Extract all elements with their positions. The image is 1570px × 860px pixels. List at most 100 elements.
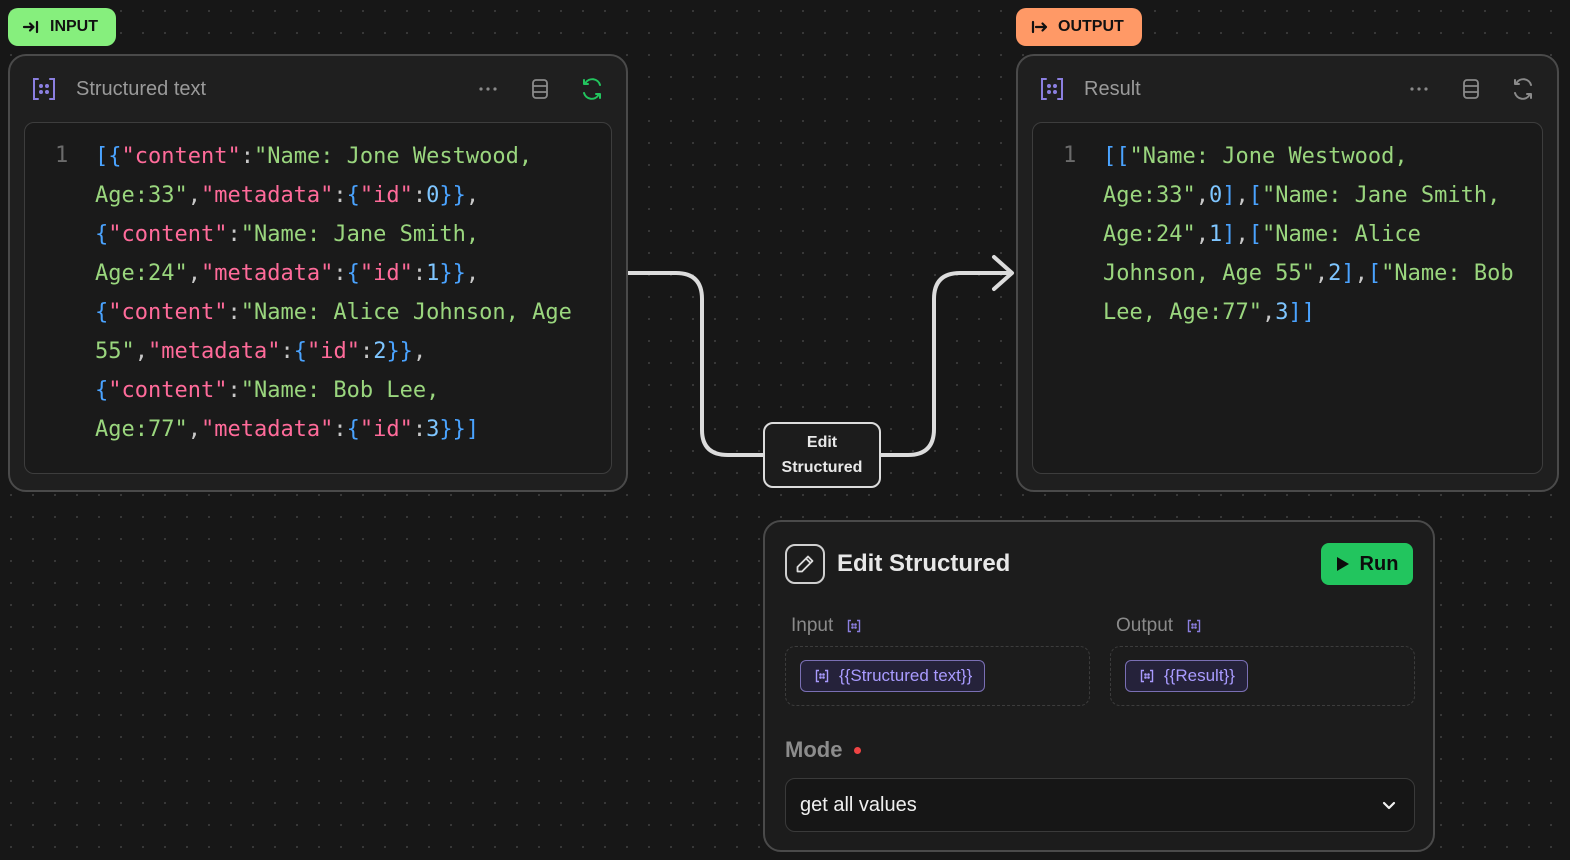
code-content: [{"content":"Name: Jone Westwood, Age:33… (95, 137, 591, 449)
storage-button[interactable] (526, 75, 554, 103)
result-node[interactable]: Result 1 [["Name: Jone Westwood, Age:33"… (1016, 54, 1559, 492)
run-label: Run (1359, 552, 1399, 575)
structured-data-icon (1140, 669, 1154, 683)
code-token: "id" (306, 339, 360, 364)
code-token: { (346, 183, 360, 208)
code-token: "Name: Alice Johnson, Age 55" (1103, 222, 1435, 286)
code-token: 1 (1208, 222, 1223, 247)
mode-select[interactable]: get all values (785, 778, 1415, 832)
code-token: 3 (1275, 300, 1289, 325)
code-token: , (134, 339, 148, 364)
code-token: , (412, 339, 427, 364)
node-header: Result (1018, 56, 1557, 122)
code-token: : (412, 417, 427, 442)
code-token: "id" (359, 261, 413, 286)
line-number: 1 (1063, 143, 1077, 168)
more-dots-icon (479, 87, 497, 91)
storage-button[interactable] (1457, 75, 1485, 103)
code-token: "id" (359, 183, 413, 208)
output-field-label: Output (1116, 615, 1201, 637)
structured-data-icon (848, 619, 861, 633)
code-token: [ (1367, 261, 1382, 286)
code-token: 0 (426, 183, 440, 208)
output-variable-chip[interactable]: {{Result}} (1125, 660, 1248, 692)
code-editor[interactable]: 1 [{"content":"Name: Jone Westwood, Age:… (24, 122, 612, 474)
node-title: Result (1084, 77, 1141, 100)
code-token: : (333, 417, 347, 442)
code-token: , (187, 261, 201, 286)
code-token: }}] (439, 417, 480, 442)
code-token: , (465, 261, 480, 286)
code-token: , (465, 183, 480, 208)
code-token: { (95, 222, 109, 247)
code-token: "metadata" (200, 417, 334, 442)
mode-select-value: get all values (800, 793, 917, 816)
arrow-right-to-bar-icon (22, 20, 39, 34)
code-token: { (95, 300, 109, 325)
code-token: , (1314, 261, 1329, 286)
edit-structured-panel: Edit Structured Run Input Output {{Struc… (763, 520, 1435, 852)
code-token: "content" (108, 222, 228, 247)
code-token: ]] (1288, 300, 1315, 325)
run-button[interactable]: Run (1321, 543, 1413, 585)
code-token: }} (439, 261, 466, 286)
code-token: { (293, 339, 307, 364)
pencil-icon (796, 555, 814, 573)
refresh-button[interactable] (578, 75, 606, 103)
structured-data-icon (1041, 78, 1063, 100)
more-button[interactable] (474, 75, 502, 103)
code-token: { (346, 261, 360, 286)
code-token: ] (1222, 222, 1236, 247)
mode-label: Mode (785, 737, 862, 763)
input-field-dropzone[interactable]: {{Structured text}} (785, 646, 1090, 706)
code-token: : (412, 183, 427, 208)
more-dots-icon (1410, 87, 1428, 91)
code-token: "metadata" (200, 183, 334, 208)
code-token: "Name: Jone Westwood, Age:33" (95, 144, 546, 208)
code-token: 0 (1208, 183, 1223, 208)
output-field-dropzone[interactable]: {{Result}} (1110, 646, 1415, 706)
code-token: : (227, 300, 241, 325)
code-token: : (227, 378, 241, 403)
refresh-icon (583, 78, 601, 100)
code-token: : (333, 183, 347, 208)
arrow-right-from-bar-icon (1031, 20, 1048, 34)
node-title: Structured text (76, 77, 207, 100)
play-icon (1336, 557, 1349, 571)
more-button[interactable] (1405, 75, 1433, 103)
structured-text-node[interactable]: Structured text 1 [{"content":"Name: Jon… (8, 54, 628, 492)
code-token: }} (439, 183, 466, 208)
code-token: , (1261, 300, 1276, 325)
code-token: , (1195, 183, 1209, 208)
code-token: : (280, 339, 294, 364)
output-badge-label: OUTPUT (1058, 18, 1124, 35)
code-token: ] (1222, 183, 1236, 208)
code-token: 2 (373, 339, 387, 364)
input-badge: INPUT (8, 8, 116, 46)
line-number: 1 (55, 143, 69, 168)
code-token: [ (1248, 222, 1262, 247)
code-token: , (187, 183, 201, 208)
code-token: "Name: Jone Westwood, Age:33" (1103, 144, 1421, 208)
code-token: 1 (426, 261, 440, 286)
code-editor[interactable]: 1 [["Name: Jone Westwood, Age:33",0],["N… (1032, 122, 1543, 474)
code-token: "Name: Jane Smith, Age:24" (95, 222, 493, 286)
code-token: [[ (1103, 144, 1130, 169)
code-token: [{ (95, 144, 122, 169)
code-token: { (346, 417, 360, 442)
code-token: }} (386, 339, 413, 364)
code-token: ] (1341, 261, 1355, 286)
refresh-icon (1514, 78, 1532, 100)
edge-label[interactable]: Edit Structured (763, 422, 881, 488)
code-token: { (95, 378, 109, 403)
code-token: "content" (121, 144, 241, 169)
panel-title: Edit Structured (837, 550, 1011, 577)
input-variable-chip[interactable]: {{Structured text}} (800, 660, 986, 692)
code-token: , (1235, 222, 1249, 247)
chevron-down-icon (1382, 801, 1396, 810)
code-token: "content" (108, 300, 228, 325)
code-token: "content" (108, 378, 228, 403)
refresh-button[interactable] (1509, 75, 1537, 103)
code-token: [ (1248, 183, 1262, 208)
code-token: , (1354, 261, 1368, 286)
